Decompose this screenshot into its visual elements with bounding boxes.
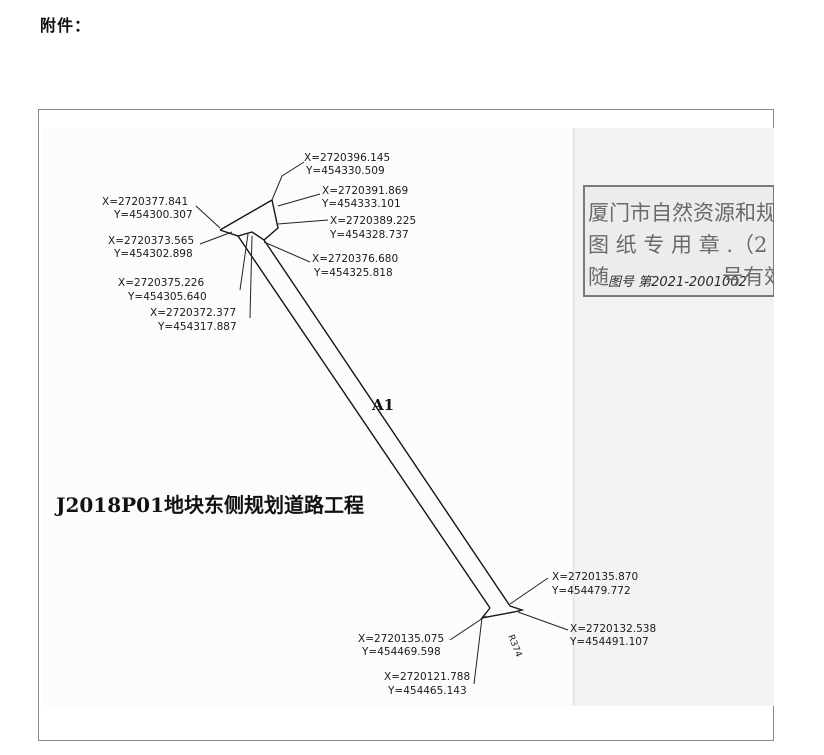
coord-c1-x: X=2720396.145: [304, 152, 390, 164]
coord-c5-y: Y=454302.898: [113, 248, 193, 260]
coord-c2-x: X=2720391.869: [322, 185, 408, 197]
road-label: A1: [371, 396, 394, 414]
page-heading: 附件：: [40, 16, 92, 35]
leader-c10: [517, 611, 569, 631]
project-title: J2018P01地块东侧规划道路工程: [54, 493, 364, 517]
stamp-line-3-left: 随: [588, 265, 609, 289]
approval-stamp: 厦门市自然资源和规划局 图 纸 专 用 章 .（2 随 图号 第2021-200…: [583, 185, 774, 297]
coord-c12-y: Y=454465.143: [387, 685, 467, 697]
leader-c2: [277, 193, 321, 207]
radius-label: R374: [505, 633, 523, 659]
coord-c11-y: Y=454469.598: [361, 646, 441, 658]
coord-c12-x: X=2720121.788: [384, 671, 470, 683]
coord-c4-x: X=2720377.841: [102, 196, 188, 208]
road-west-edge: [237, 235, 491, 609]
coord-c8-x: X=2720372.377: [150, 307, 236, 319]
coord-c10-x: X=2720132.538: [570, 623, 656, 635]
leader-c8: [249, 235, 253, 319]
coord-c6-x: X=2720376.680: [312, 253, 398, 265]
road-east-edge: [263, 239, 511, 607]
road-outline: [219, 199, 525, 620]
leader-c6: [263, 241, 311, 263]
leader-c3: [277, 219, 329, 225]
leader-c4: [195, 205, 221, 229]
leader-c12: [473, 617, 483, 685]
road-south-cap: [480, 605, 525, 620]
leader-c11: [449, 615, 487, 641]
leader-c7: [239, 233, 249, 291]
coord-c3-x: X=2720389.225: [330, 215, 416, 227]
leader-c5: [199, 231, 233, 245]
coord-c7-x: X=2720375.226: [118, 277, 204, 289]
coord-c4-y: Y=454300.307: [113, 209, 193, 221]
stamp-line-3-right: 号有效: [722, 265, 774, 289]
coord-c3-y: Y=454328.737: [329, 229, 409, 241]
stamp-line-2: 图 纸 专 用 章 .（2: [588, 233, 767, 257]
coord-c5-x: X=2720373.565: [108, 235, 194, 247]
coord-c10-y: Y=454491.107: [569, 636, 649, 648]
coord-c7-y: Y=454305.640: [127, 291, 207, 303]
stamp-border: [583, 185, 774, 297]
stamp-line-1: 厦门市自然资源和规划局: [588, 201, 774, 225]
coord-c1-y: Y=454330.509: [305, 165, 385, 177]
coord-c2-y: Y=454333.101: [321, 198, 401, 210]
leader-lines: [195, 161, 569, 685]
road-north-edge-a: [219, 199, 273, 231]
coord-c11-x: X=2720135.075: [358, 633, 444, 645]
coord-c8-y: Y=454317.887: [157, 321, 237, 333]
scanned-drawing: 厦门市自然资源和规划局 图 纸 专 用 章 .（2 随 图号 第2021-200…: [42, 128, 774, 706]
road-north-cap: [219, 199, 279, 241]
coord-c9-x: X=2720135.870: [552, 571, 638, 583]
coord-c6-y: Y=454325.818: [313, 267, 393, 279]
coordinate-labels: X=2720396.145 Y=454330.509 X=2720391.869…: [102, 152, 656, 697]
stamp-handwritten-number: 图号 第2021-2001002: [608, 275, 747, 290]
leader-c1: [271, 161, 305, 201]
road-plan-svg: 厦门市自然资源和规划局 图 纸 专 用 章 .（2 随 图号 第2021-200…: [54, 128, 774, 706]
leader-c9: [509, 577, 549, 605]
coord-c9-y: Y=454479.772: [551, 585, 631, 597]
